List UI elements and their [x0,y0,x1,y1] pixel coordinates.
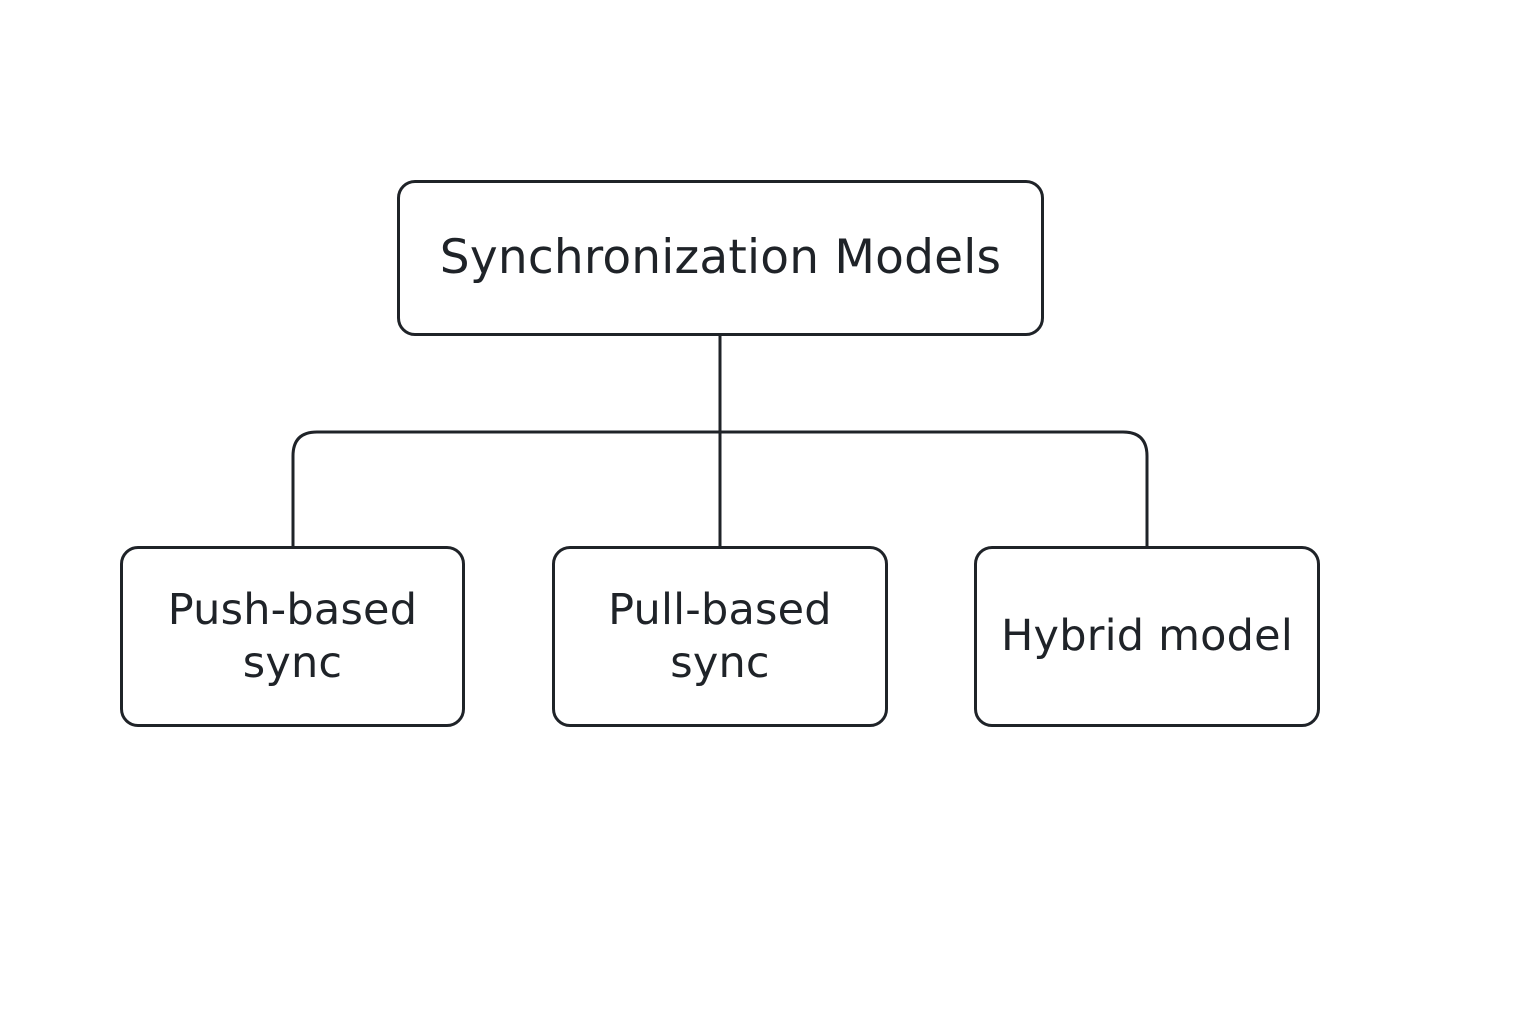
root-node-label: Synchronization Models [439,230,1002,286]
child-node-hybrid-model: Hybrid model [974,546,1320,727]
child-node-label: Push-based sync [167,585,418,688]
branch-connector [291,430,1149,546]
root-node: Synchronization Models [397,180,1044,336]
child-node-pull-based-sync: Pull-based sync [552,546,888,727]
child-node-label: Pull-based sync [608,585,832,688]
child-node-label: Hybrid model [1001,611,1293,662]
child-node-push-based-sync: Push-based sync [120,546,465,727]
